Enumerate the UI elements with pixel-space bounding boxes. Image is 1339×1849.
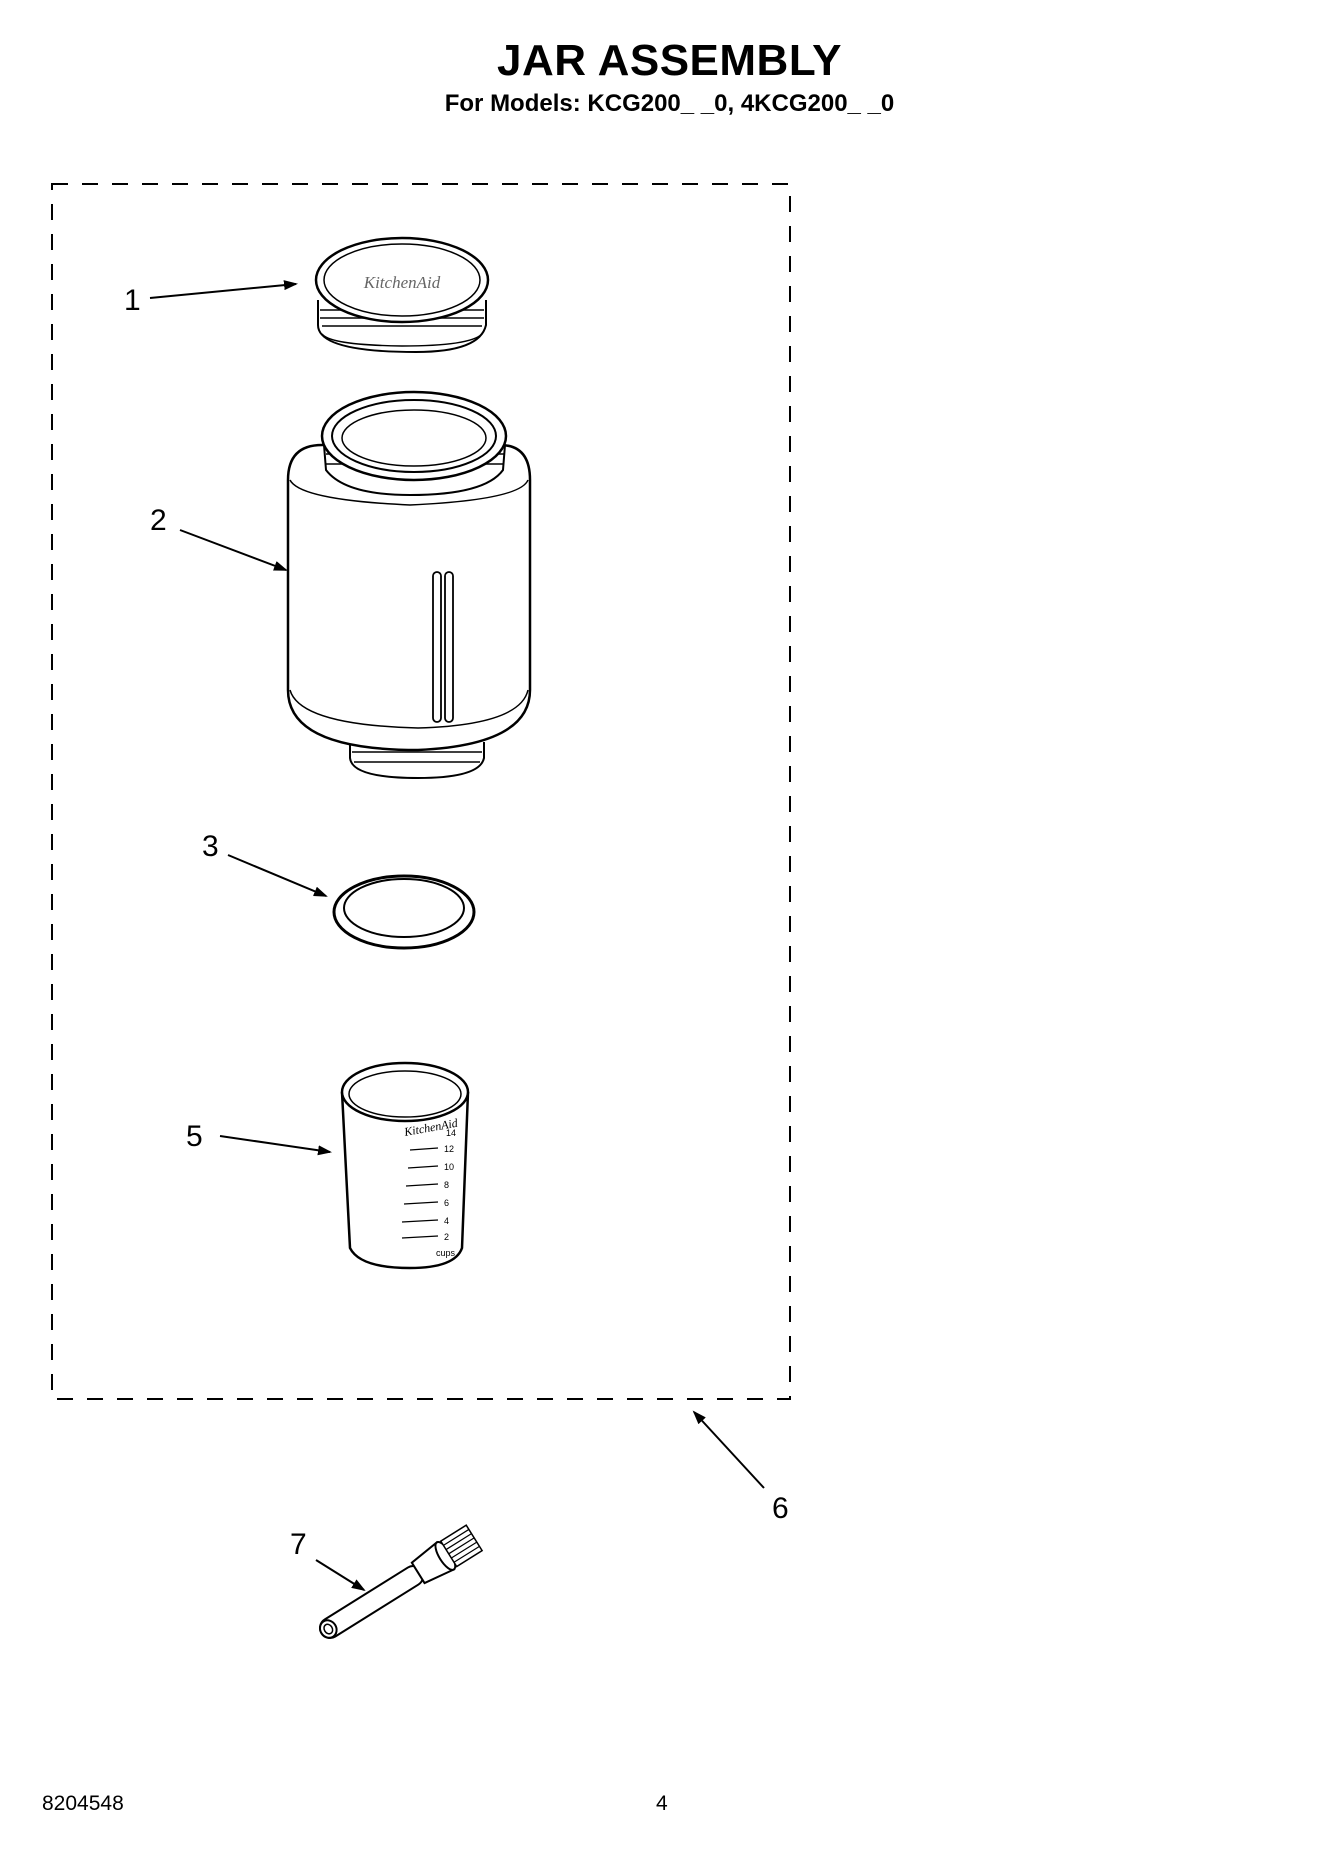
measuring-cup-part: KitchenAid 14 12 10 8 6 4 2 cups bbox=[340, 1061, 470, 1270]
callout-5: 5 bbox=[186, 1120, 203, 1153]
document-number: 8204548 bbox=[42, 1792, 124, 1815]
cup-mark-8: 8 bbox=[444, 1180, 449, 1190]
cleaning-brush-part bbox=[319, 1524, 484, 1639]
cup-mark-4: 4 bbox=[444, 1216, 449, 1226]
cup-mark-10: 10 bbox=[444, 1162, 454, 1172]
gasket-ring-part bbox=[332, 874, 476, 950]
cup-mark-cups: cups bbox=[436, 1248, 456, 1258]
cup-mark-6: 6 bbox=[444, 1198, 449, 1208]
page-number: 4 bbox=[656, 1792, 668, 1815]
callout-arrow-3 bbox=[227, 854, 328, 897]
page-title: JAR ASSEMBLY bbox=[496, 36, 843, 85]
lid-part: KitchenAid bbox=[314, 236, 490, 354]
callout-7: 7 bbox=[290, 1528, 307, 1561]
jar-part bbox=[286, 390, 532, 780]
callout-arrow-2 bbox=[179, 529, 288, 571]
cup-mark-14: 14 bbox=[446, 1128, 456, 1138]
model-subtitle: For Models: KCG200_ _0, 4KCG200_ _0 bbox=[444, 90, 895, 117]
lid-logo: KitchenAid bbox=[363, 273, 441, 292]
callout-2: 2 bbox=[150, 504, 167, 537]
callout-arrow-6 bbox=[692, 1410, 765, 1489]
callout-3: 3 bbox=[202, 830, 219, 863]
callout-arrow-5 bbox=[219, 1135, 332, 1156]
callout-6: 6 bbox=[772, 1492, 789, 1525]
cup-mark-12: 12 bbox=[444, 1144, 454, 1154]
cup-mark-2: 2 bbox=[444, 1232, 449, 1242]
callout-arrow-1 bbox=[149, 280, 298, 299]
callout-1: 1 bbox=[124, 284, 141, 317]
assembly-boundary bbox=[51, 183, 791, 1400]
callout-arrow-7 bbox=[315, 1559, 366, 1592]
